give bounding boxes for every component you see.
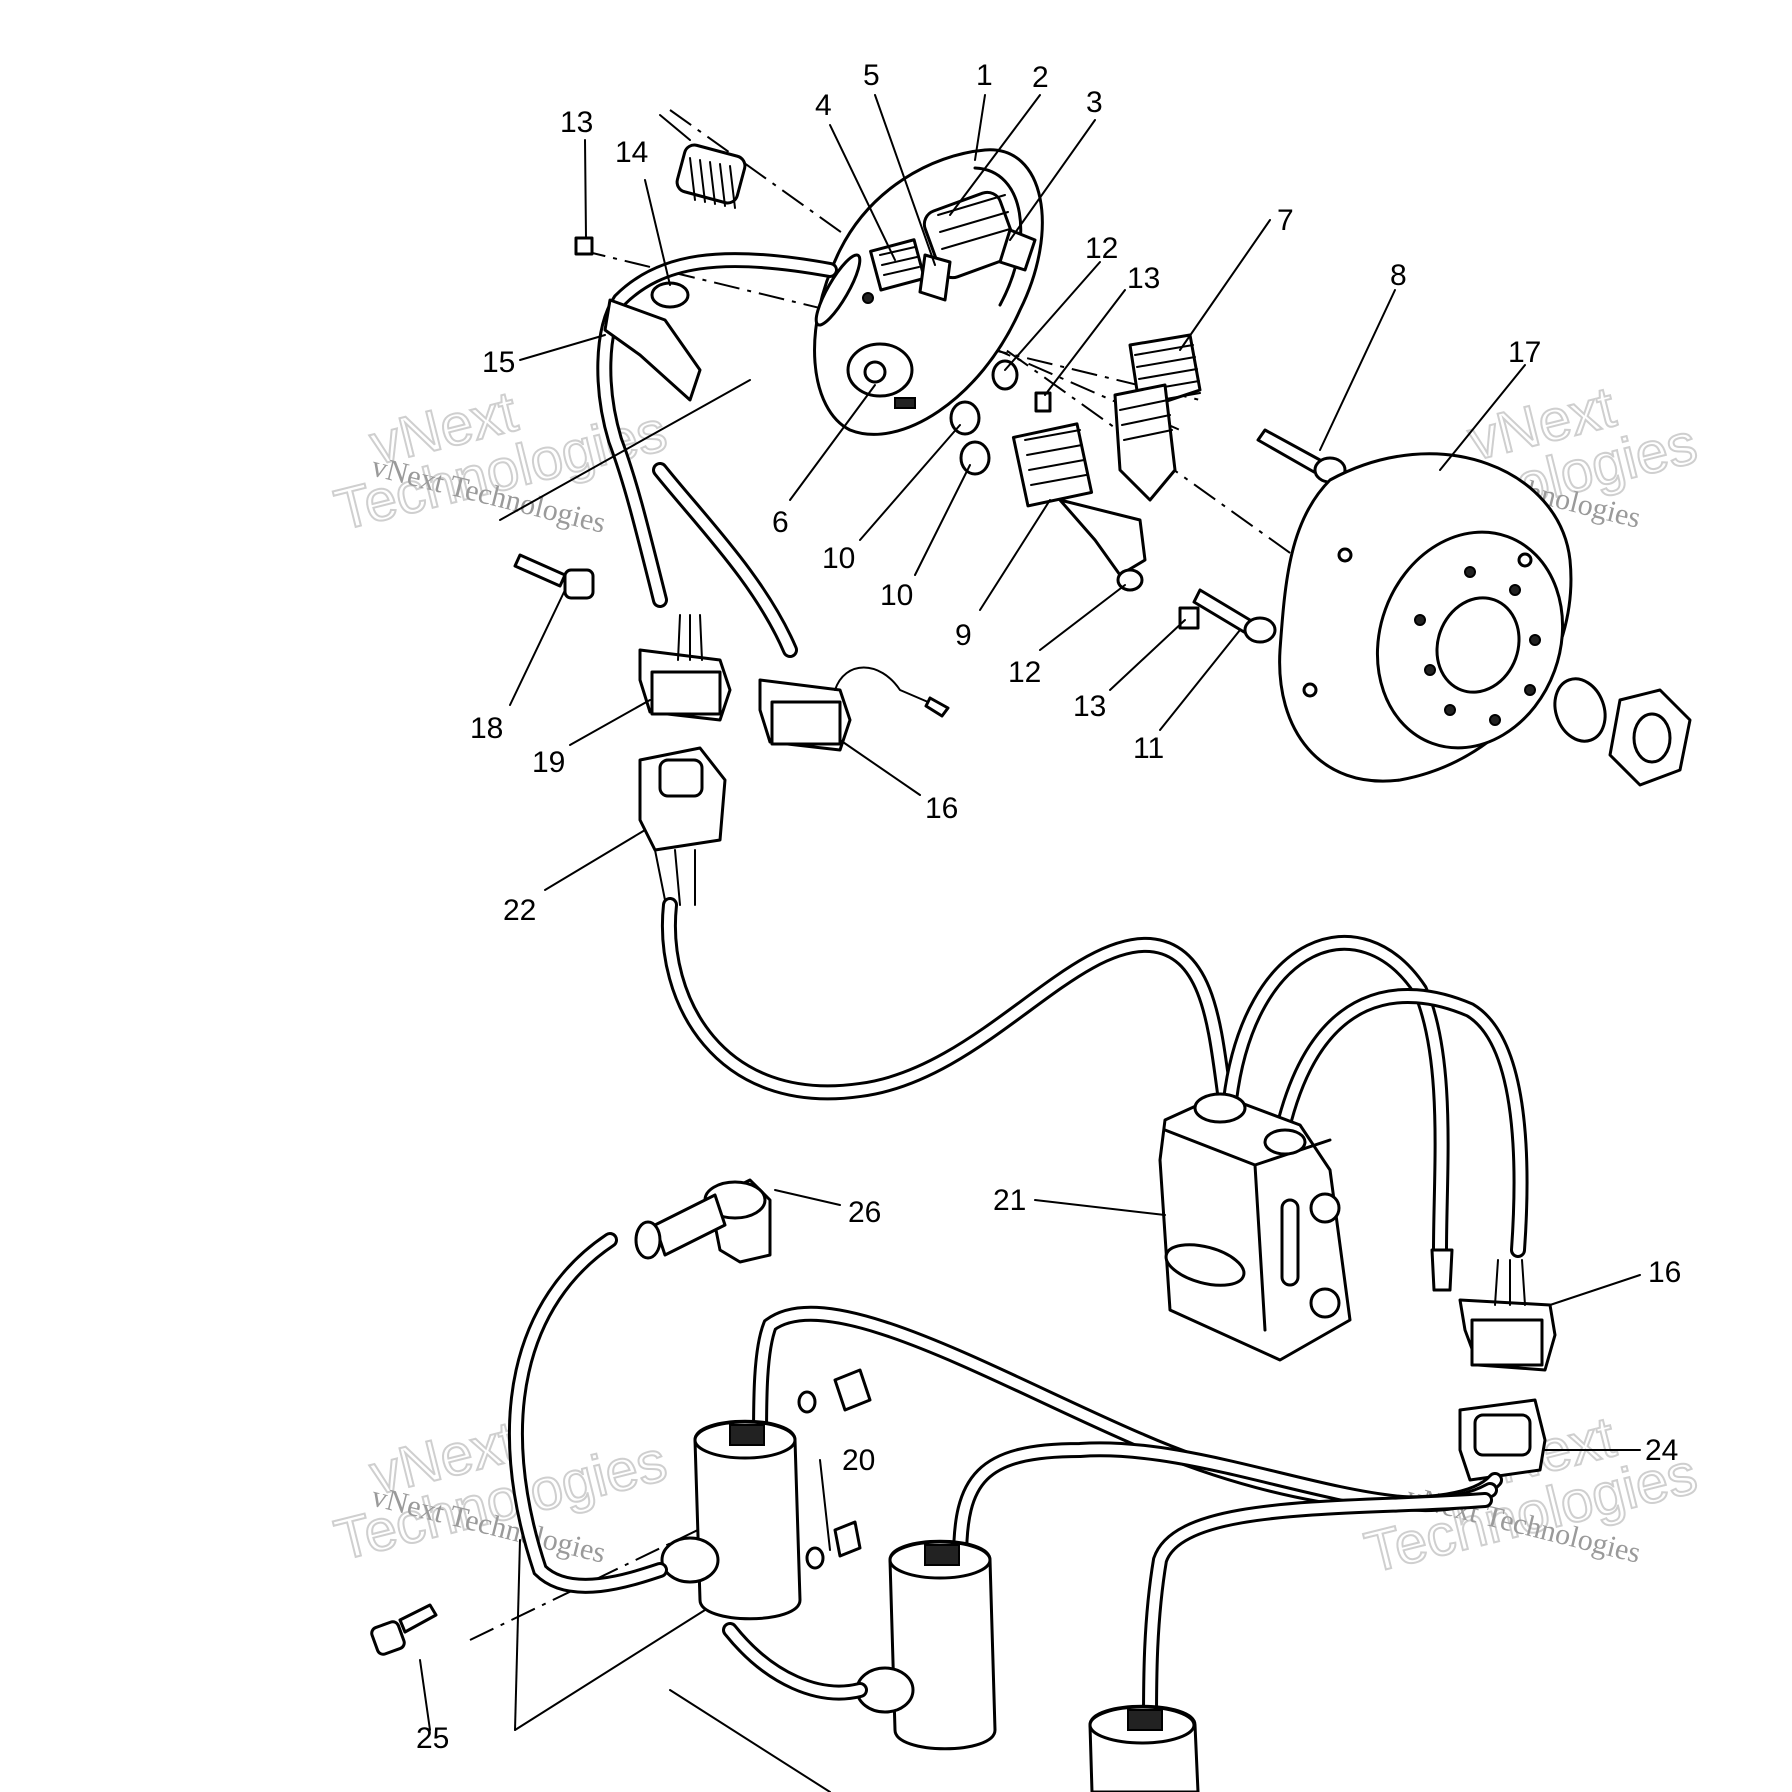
- screw-11: [1192, 588, 1277, 644]
- mount-upper: [833, 1368, 872, 1412]
- ignition-coil-2: [855, 1539, 997, 1751]
- coil-clip: [918, 253, 952, 302]
- flywheel-washer: [1553, 677, 1607, 743]
- callout-7: 7: [1277, 204, 1294, 237]
- callout-labels: 1 2 3 4 5 6 7 8 9 10 10 11 12 12 13 13 1…: [416, 59, 1681, 1755]
- harness-cdi-out: [1280, 990, 1526, 1255]
- harness-grommet: [603, 298, 702, 402]
- callout-19: 19: [532, 746, 565, 779]
- connector-19: [638, 614, 732, 722]
- callout-24: 24: [1645, 1434, 1678, 1467]
- callout-10-lower: 10: [880, 579, 913, 612]
- callout-26: 26: [848, 1196, 881, 1229]
- washer-upper: [797, 1390, 817, 1414]
- connector-22: [638, 746, 727, 906]
- callout-16-top: 16: [925, 792, 958, 825]
- washer-lower: [805, 1546, 825, 1570]
- callout-9: 9: [955, 619, 972, 652]
- harness-cdi-main: [664, 900, 1230, 1105]
- callout-17: 17: [1508, 336, 1541, 369]
- callout-13-lower: 13: [1073, 690, 1106, 723]
- harness-cdi-loop: [1225, 937, 1447, 1255]
- stator-harness: [596, 252, 838, 658]
- source-coil: [1011, 422, 1147, 592]
- callout-3: 3: [1086, 86, 1103, 119]
- connector-24: [1458, 1398, 1547, 1482]
- callout-20: 20: [842, 1444, 875, 1477]
- bullet-terminal: [1430, 1248, 1454, 1292]
- callout-13-left: 13: [560, 106, 593, 139]
- nut-13-lower: [1178, 606, 1200, 630]
- callout-21: 21: [993, 1184, 1026, 1217]
- axis-line-screw: [579, 249, 1201, 401]
- callout-12-lower: 12: [1008, 656, 1041, 689]
- screw-12-upper: [991, 359, 1019, 391]
- connector-16-bottom: [1458, 1259, 1557, 1372]
- lighting-coil: [922, 190, 1018, 280]
- mount-lower: [833, 1520, 862, 1558]
- callout-16-bottom: 16: [1648, 1256, 1681, 1289]
- callout-11: 11: [1133, 732, 1164, 765]
- callout-13-center: 13: [1127, 262, 1160, 295]
- callout-10-upper: 10: [822, 542, 855, 575]
- high-tension-lead-1: [511, 1235, 665, 1591]
- pulser-coil: [846, 342, 916, 409]
- exciter-coil: [869, 238, 926, 292]
- harness-coil-3: [1145, 1495, 1490, 1725]
- callout-18: 18: [470, 712, 503, 745]
- screw-25: [370, 1603, 438, 1656]
- callout-6: 6: [772, 506, 789, 539]
- callout-22: 22: [503, 894, 536, 927]
- ignition-coil-1: [660, 1419, 802, 1621]
- high-tension-lead-2: [725, 1625, 865, 1698]
- callout-4: 4: [815, 89, 832, 122]
- leader-lines: [419, 94, 1641, 1792]
- callout-12-upper: 12: [1085, 232, 1118, 265]
- ignition-coil-3: [1088, 1704, 1200, 1792]
- connector-16-top: [758, 666, 950, 752]
- callout-25: 25: [416, 1722, 449, 1755]
- callout-14: 14: [615, 136, 648, 169]
- watermark-bottom-left: vNext Technologies: [328, 1408, 674, 1574]
- callout-5: 5: [863, 59, 880, 92]
- harness-plug-boot: [659, 114, 747, 209]
- callout-15: 15: [482, 346, 515, 379]
- harness-clamp: [650, 281, 690, 309]
- screw-13-upper: [1034, 391, 1052, 413]
- spacer-lower: [959, 440, 991, 476]
- callout-8: 8: [1390, 259, 1407, 292]
- coil-bracket: [998, 228, 1037, 272]
- callout-2: 2: [1032, 61, 1049, 94]
- callout-1: 1: [976, 59, 993, 92]
- spark-plug-cap: [634, 1178, 772, 1264]
- flywheel: [1278, 452, 1573, 783]
- cdi-unit: [1158, 1092, 1352, 1362]
- nut-13-left: [574, 236, 594, 256]
- flywheel-nut: [1608, 688, 1692, 787]
- screw-18: [513, 553, 595, 600]
- charge-coil: [1113, 333, 1202, 502]
- screw-8: [1256, 428, 1347, 484]
